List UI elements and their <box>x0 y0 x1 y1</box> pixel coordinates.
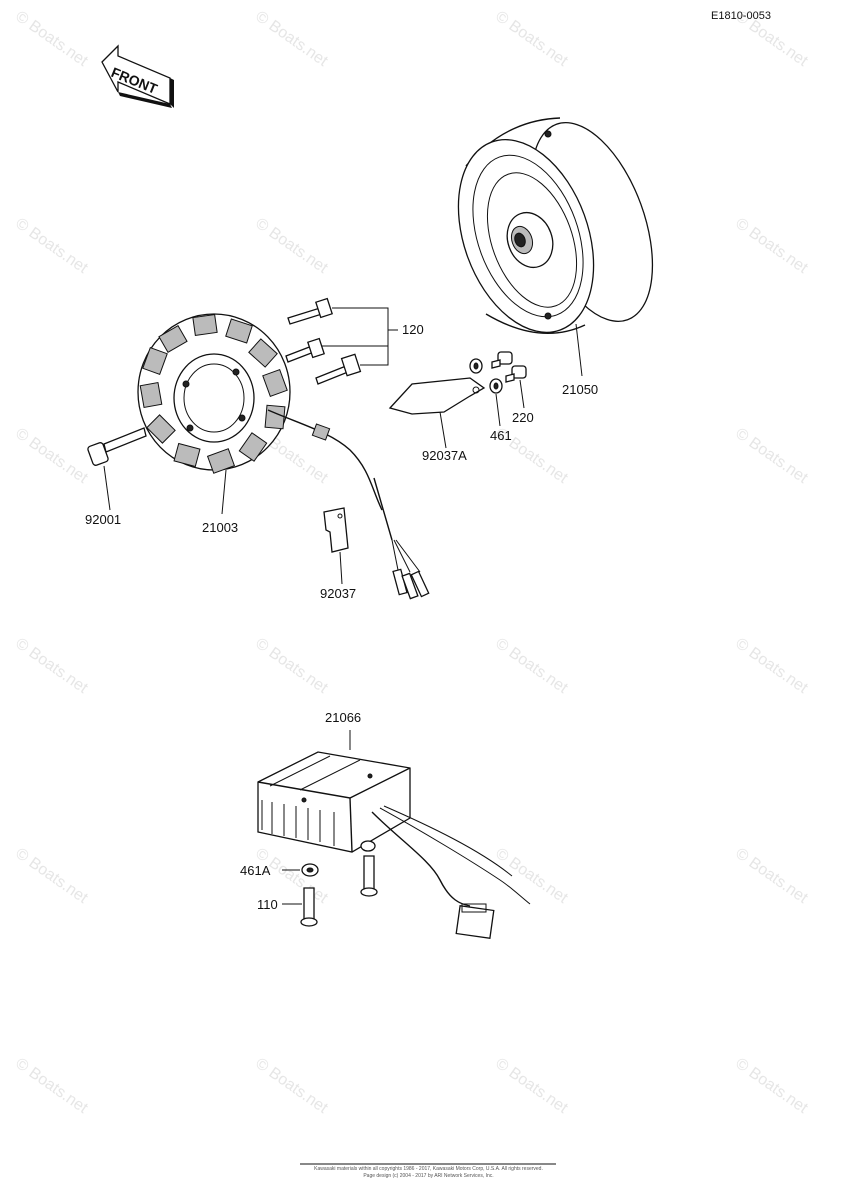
bolt-110 <box>282 840 378 927</box>
callout-120: 120 <box>402 322 424 337</box>
washer-461 <box>469 358 503 427</box>
leader-line <box>221 469 227 515</box>
washer-461a <box>282 863 319 877</box>
regulator-rectifier-21066 <box>257 730 531 939</box>
rotor-flywheel-21050 <box>457 117 654 334</box>
callout-92001: 92001 <box>85 512 122 527</box>
front-arrow-icon <box>101 44 174 108</box>
callout-21003: 21003 <box>202 520 239 535</box>
callout-220: 220 <box>512 410 534 425</box>
leader-line <box>575 323 583 377</box>
copyright-line-1: Kawasaki materials within all copyrights… <box>314 1166 543 1172</box>
callout-21066: 21066 <box>325 710 362 725</box>
callout-21050: 21050 <box>562 382 599 397</box>
clamp-92037 <box>323 507 349 585</box>
screw-220 <box>491 351 527 409</box>
callout-110: 110 <box>257 897 278 912</box>
callout-92037: 92037 <box>320 586 357 601</box>
callout-92037a: 92037A <box>422 448 467 463</box>
stator-wire-harness <box>267 409 430 600</box>
callout-461: 461 <box>490 428 512 443</box>
figure-id: E1810-0053 <box>711 10 771 22</box>
stator-pole <box>139 313 288 474</box>
copyright-line-2: Page design (c) 2004 - 2017 by ARI Netwo… <box>363 1173 494 1179</box>
bolt-92001 <box>87 427 147 511</box>
stator-coil-21003 <box>137 313 291 474</box>
callout-461a: 461A <box>240 863 271 878</box>
bolt-120 <box>285 297 398 385</box>
bracket-92037a <box>388 377 486 449</box>
